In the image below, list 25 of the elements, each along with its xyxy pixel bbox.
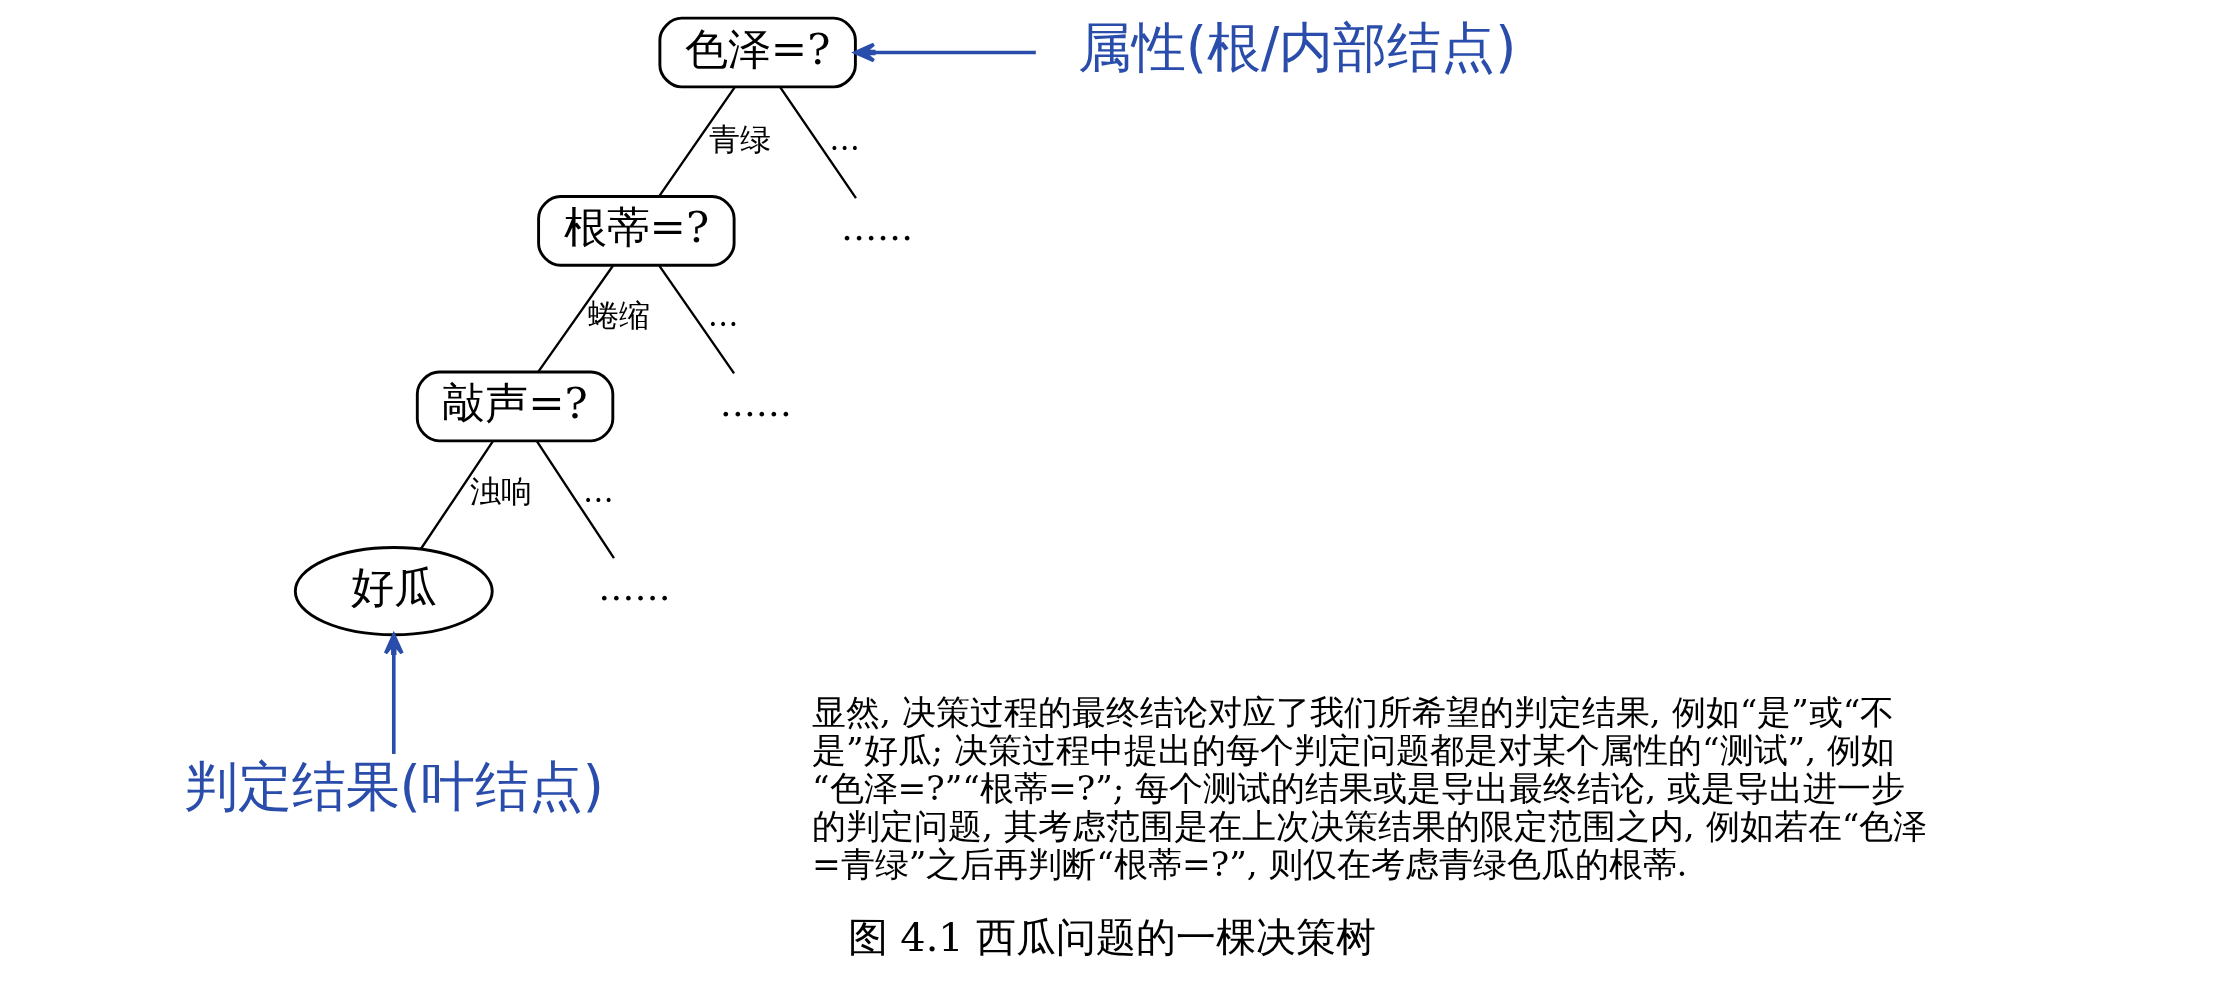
edge-label: 青绿 [709,121,772,158]
arrow [383,633,404,754]
node-text: …… [598,566,671,610]
connector [779,86,857,199]
node-box: 敲声=? [415,370,615,443]
node-text: …… [719,381,793,425]
node-text: …… [840,205,914,249]
edge-label: 浊响 [470,472,533,509]
node-ellipse: 好瓜 [293,546,494,637]
edge-label: … [582,472,614,509]
connector [536,440,615,559]
node-box: 根蒂=? [537,195,736,267]
connector [420,440,494,550]
node-box: 色泽=? [658,16,857,89]
edge-label: 蜷缩 [588,297,651,334]
label: 显然, 决策过程的最终结论对应了我们所希望的判定结果, 例如“是”或“不是”好瓜; 决策过程中提出的每个判定问题都是对某个属性的“测试”, 例如“色泽=?”“根蒂=?”; 每个测试的结果或是导出最终结论, 或是导出进一步的判定问题, 其考虑范围是在上次决策结果的限定范围之内, 例如若在“色泽=青绿”之后再判断“根蒂=?”, 则仅在考虑青绿色瓜的根蒂. [811,691,1928,884]
caption: 图 4.1 西瓜问题的一棵决策树 [847,913,1377,960]
connector [658,265,736,374]
arrow [853,42,1036,63]
edge-label: … [707,297,739,334]
connector [537,265,614,373]
connector [658,86,736,197]
node-text: 判定结果(叶结点) [183,754,604,818]
node-text: 属性(根/内部结点) [1077,16,1517,80]
edge-label: … [829,121,860,158]
